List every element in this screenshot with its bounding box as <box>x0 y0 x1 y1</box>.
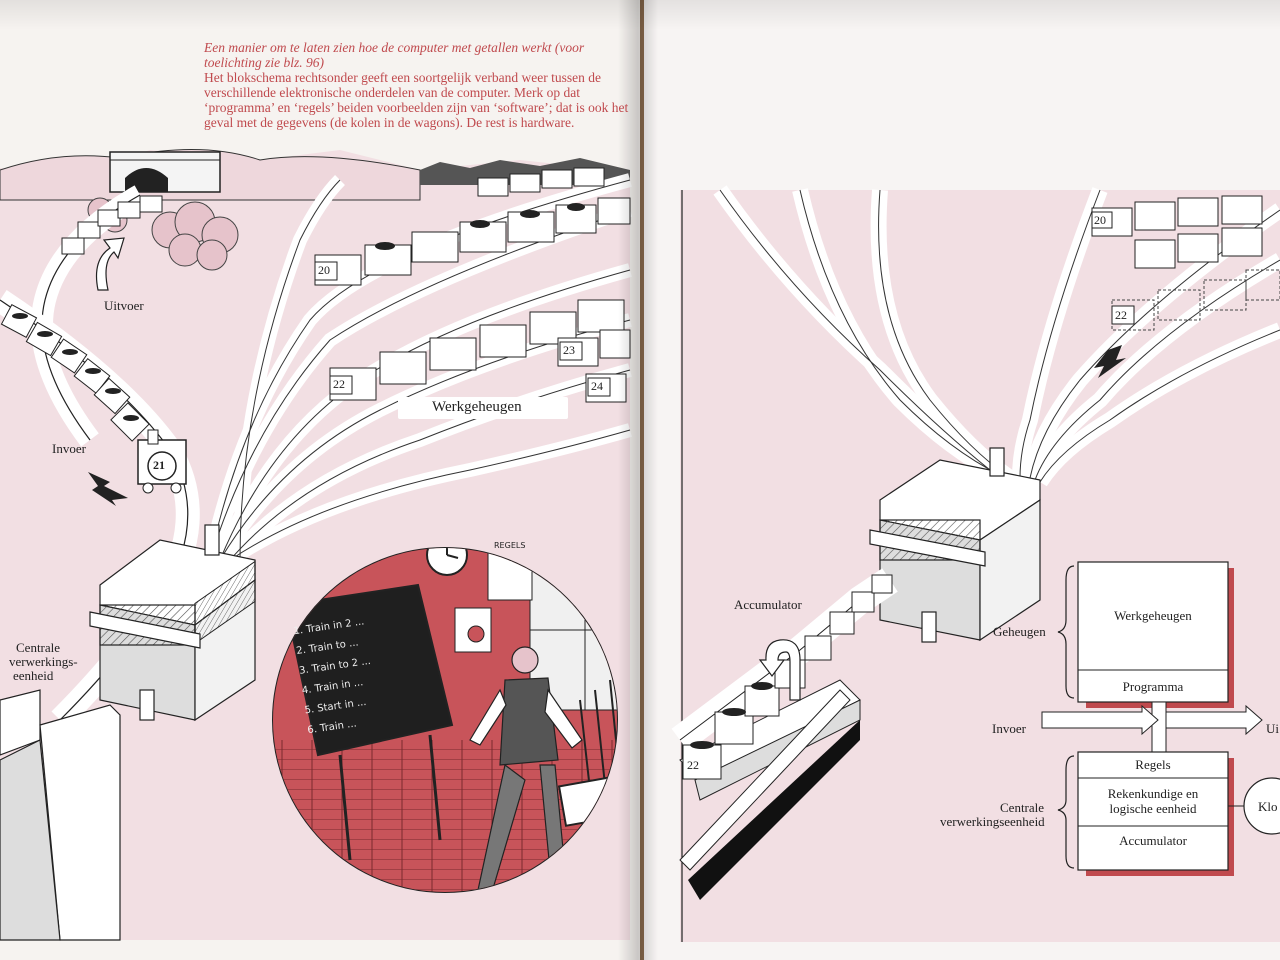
wagon-number-22: 22 <box>333 377 345 391</box>
coal-row-1 <box>375 203 585 250</box>
right-wagons-top <box>1091 195 1263 269</box>
locomotive-21 <box>137 429 187 494</box>
label-accumulator: Accumulator <box>734 597 802 612</box>
block-invoer: Invoer <box>992 721 1026 736</box>
accumulator-track <box>671 568 898 900</box>
block-programma: Programma <box>1122 679 1184 694</box>
wagon-row-2 <box>329 299 625 401</box>
block-centrale-1: Centrale <box>1000 800 1045 815</box>
label-uitvoer: Uitvoer <box>104 298 144 313</box>
uitvoer-arrow <box>95 237 125 291</box>
block-accumulator: Accumulator <box>1119 833 1187 848</box>
trees <box>87 197 239 271</box>
output-wagons <box>61 195 163 255</box>
wagon-number-20: 20 <box>318 263 330 277</box>
wagon-number-23: 23 <box>563 343 575 357</box>
wagon-number-plates <box>314 261 611 397</box>
signalman <box>469 646 583 892</box>
right-wagon-number-20: 20 <box>1094 213 1106 227</box>
wagon-row-1 <box>314 197 631 286</box>
top-shadow <box>0 0 1280 30</box>
right-wagon-number-22: 22 <box>1115 308 1127 322</box>
accumulator-wagon-number-22: 22 <box>687 758 699 772</box>
page-gutter <box>618 0 658 960</box>
block-klok: Klo <box>1258 799 1278 814</box>
block-diagram <box>1041 561 1280 876</box>
right-number-plates <box>1091 211 1135 325</box>
caption: Een manier om te laten zien hoe de compu… <box>204 40 634 130</box>
wagon-row-top <box>477 167 605 197</box>
tunnel <box>109 151 221 193</box>
track-fan <box>203 173 633 566</box>
signal-box-left <box>89 524 256 722</box>
right-wagons-dashed <box>1111 269 1280 331</box>
block-werkgeheugen: Werkgeheugen <box>1114 608 1192 623</box>
rules-sign: REGELS <box>494 541 526 550</box>
block-centrale-2: verwerkingseenheid <box>940 814 1045 829</box>
right-down-arrow <box>1094 345 1126 378</box>
label-centrale-3: eenheid <box>13 668 54 683</box>
accumulator-arrow <box>758 639 801 701</box>
input-wagons <box>0 304 150 442</box>
right-track-fan <box>713 185 1280 487</box>
werkgeheugen-label-bg <box>398 397 568 419</box>
label-invoer: Invoer <box>52 441 86 456</box>
block-uitvoer: Ui <box>1266 721 1279 736</box>
wagon-number-24: 24 <box>591 379 603 393</box>
signal-box-right <box>869 447 1041 643</box>
block-rekenkundige-2: logische eenheid <box>1109 801 1197 816</box>
caption-italic: Een manier om te laten zien hoe de compu… <box>204 40 585 70</box>
label-centrale-1: Centrale <box>16 640 61 655</box>
block-geheugen: Geheugen <box>993 624 1046 639</box>
caption-body: Het blokschema rechtsonder geeft een soo… <box>204 70 629 130</box>
accumulator-wagons <box>682 574 893 780</box>
platforms-left <box>0 689 121 941</box>
blackboard-lines: 1. Train in 2 ... 2. Train to ... 3. Tra… <box>292 603 447 741</box>
block-regels: Regels <box>1135 757 1171 772</box>
coal-loads <box>12 313 139 421</box>
block-rekenkundige-1: Rekenkundige en <box>1107 786 1199 801</box>
locomotive-number-21: 21 <box>153 458 165 472</box>
accumulator-coal <box>690 682 773 749</box>
label-werkgeheugen: Werkgeheugen <box>432 399 522 415</box>
label-centrale-2: verwerkings- <box>9 654 78 669</box>
invoer-arrow <box>88 472 128 506</box>
